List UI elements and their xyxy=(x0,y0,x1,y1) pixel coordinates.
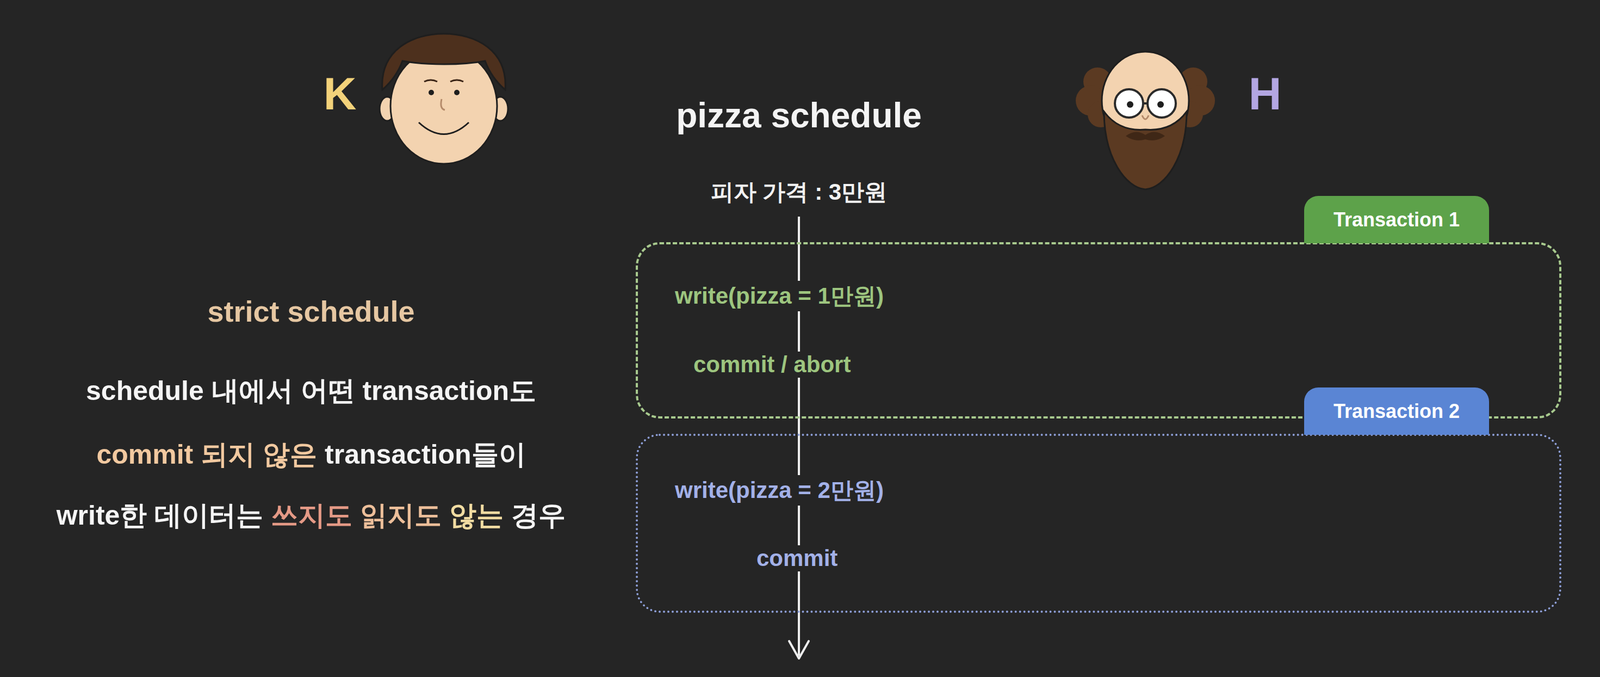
mustache xyxy=(1125,131,1165,141)
smile xyxy=(418,122,469,135)
definition-text: 읽지도 xyxy=(360,497,442,534)
transaction-box: Transaction 2write(pizza = 2만원)commit xyxy=(635,433,1562,613)
nose xyxy=(441,98,445,110)
definition-text: 않는 xyxy=(449,497,504,534)
eye xyxy=(454,89,460,96)
glasses-lens xyxy=(1147,89,1176,118)
definition-text: transaction들이 xyxy=(324,436,526,473)
definition-text: schedule 내에서 어떤 transaction도 xyxy=(85,372,537,409)
nose xyxy=(1142,115,1149,120)
glasses-lens xyxy=(1114,89,1144,118)
definition-text: 경우 xyxy=(511,497,566,534)
definition-line: commit 되지 않은transaction들이 xyxy=(96,436,526,473)
hair xyxy=(382,33,506,90)
eye xyxy=(1126,101,1134,108)
initial-value: 피자 가격 : 3만원 xyxy=(706,176,892,208)
eye xyxy=(1157,101,1164,108)
definition-text: write한 데이터는 xyxy=(56,497,264,534)
operation-text: write(pizza = 1만원) xyxy=(668,280,891,312)
person-label: H xyxy=(1248,67,1282,121)
definition-line: schedule 내에서 어떤 transaction도 xyxy=(85,372,537,409)
definition-text: 쓰지도 xyxy=(270,497,353,534)
person-label: K xyxy=(323,67,357,121)
head xyxy=(390,48,498,164)
k-face xyxy=(379,33,508,164)
concept-heading: strict schedule xyxy=(207,294,415,328)
eyebrow xyxy=(424,79,438,82)
timeline-arrowhead xyxy=(789,640,809,659)
beard xyxy=(1104,111,1187,190)
h-face xyxy=(1075,51,1215,190)
eyebrow xyxy=(450,79,464,82)
diagram-title: pizza schedule xyxy=(676,95,922,136)
operation-text: commit / abort xyxy=(686,351,858,378)
definition-text: commit 되지 않은 xyxy=(96,436,318,473)
eye xyxy=(428,89,434,96)
glasses-bridge xyxy=(1143,102,1148,105)
definition-line: write한 데이터는쓰지도읽지도않는경우 xyxy=(56,497,567,534)
operation-text: write(pizza = 2만원) xyxy=(668,474,891,506)
transaction-tab: Transaction 1 xyxy=(1304,195,1490,244)
operation-text: commit xyxy=(749,544,845,572)
transaction-tab: Transaction 2 xyxy=(1304,387,1490,435)
